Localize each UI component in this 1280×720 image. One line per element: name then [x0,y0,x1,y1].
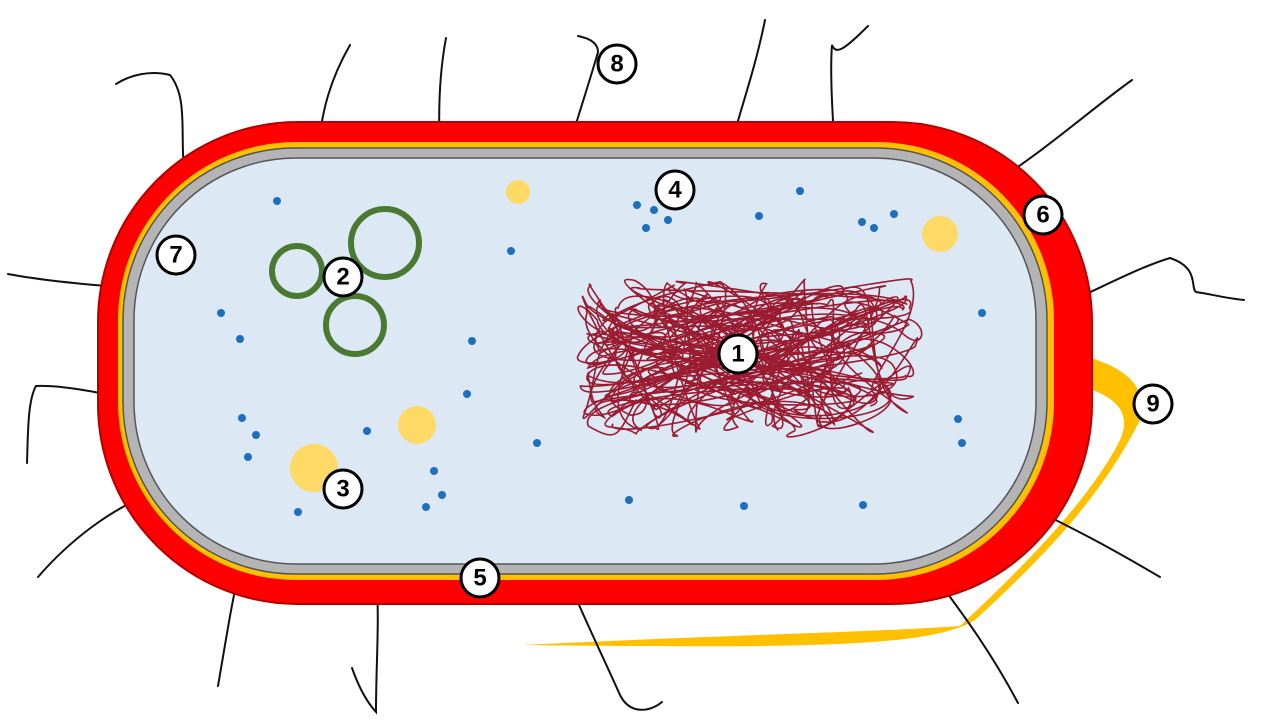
label-circle [155,234,197,276]
label-circle [1132,383,1174,425]
label-number: 7 [169,242,182,269]
label-circle [322,256,364,298]
label-ribosomes: 4 [654,169,696,211]
ribosome [890,210,898,218]
pilus [567,35,600,151]
ribosome [236,335,244,343]
ribosomes-group [217,187,986,516]
ribosome [533,439,541,447]
plasmids-group [269,206,422,357]
ribosome [870,224,878,232]
dna-strand [582,281,915,431]
ribosome [244,453,252,461]
label-circle [322,468,364,510]
labels-group: 1 2 3 4 5 6 7 8 [155,43,1174,599]
label-number: 2 [336,264,349,291]
ribosome [650,206,658,214]
ribosome [625,496,633,504]
ribosome [217,309,225,317]
ribosome [468,337,476,345]
ribosome [422,503,430,511]
label-circle [459,557,501,599]
label-circle [596,43,638,85]
label-number: 4 [668,177,682,204]
label-flagellum: 9 [1132,383,1174,425]
pilus [351,571,379,715]
ribosome [859,501,867,509]
label-number: 1 [731,341,744,368]
dna-strand [617,278,923,430]
cytoplasm [133,157,1037,565]
ribosome [633,201,641,209]
label-inclusions: 3 [322,468,364,510]
ribosome [438,491,446,499]
ribosome [273,197,281,205]
label-circle [1022,194,1064,236]
label-nucleoid: 1 [717,333,759,375]
ribosome [507,247,515,255]
ribosome [954,415,962,423]
ribosome [363,427,371,435]
ribosome [796,187,804,195]
plasmid [269,243,325,299]
inclusion [506,180,530,204]
dna-strand [579,280,919,436]
inclusion [398,406,436,444]
label-circle [654,169,696,211]
label-number: 3 [336,476,349,503]
ribosome [430,467,438,475]
ribosome [664,216,672,224]
ribosome [958,439,966,447]
plasmid [323,293,387,357]
inclusion [922,216,958,252]
ribosome [463,390,471,398]
ribosome [978,309,986,317]
ribosome [642,224,650,232]
label-plasma-membrane: 5 [459,557,501,599]
ribosome [755,212,763,220]
plasmid [348,206,422,280]
ribosome [294,508,302,516]
label-number: 6 [1036,202,1049,229]
nucleoid [576,278,923,438]
label-number: 5 [473,565,486,592]
ribosome [740,502,748,510]
pilus [115,72,187,183]
label-plasmids: 2 [322,256,364,298]
label-cell-wall: 7 [155,234,197,276]
ribosome [858,218,866,226]
label-circle [717,333,759,375]
ribosome [252,431,260,439]
label-pilus: 8 [596,43,638,85]
ribosome [238,414,246,422]
label-number: 9 [1146,391,1159,418]
label-capsule: 6 [1022,194,1064,236]
pilus [830,25,869,151]
label-number: 8 [610,51,623,78]
